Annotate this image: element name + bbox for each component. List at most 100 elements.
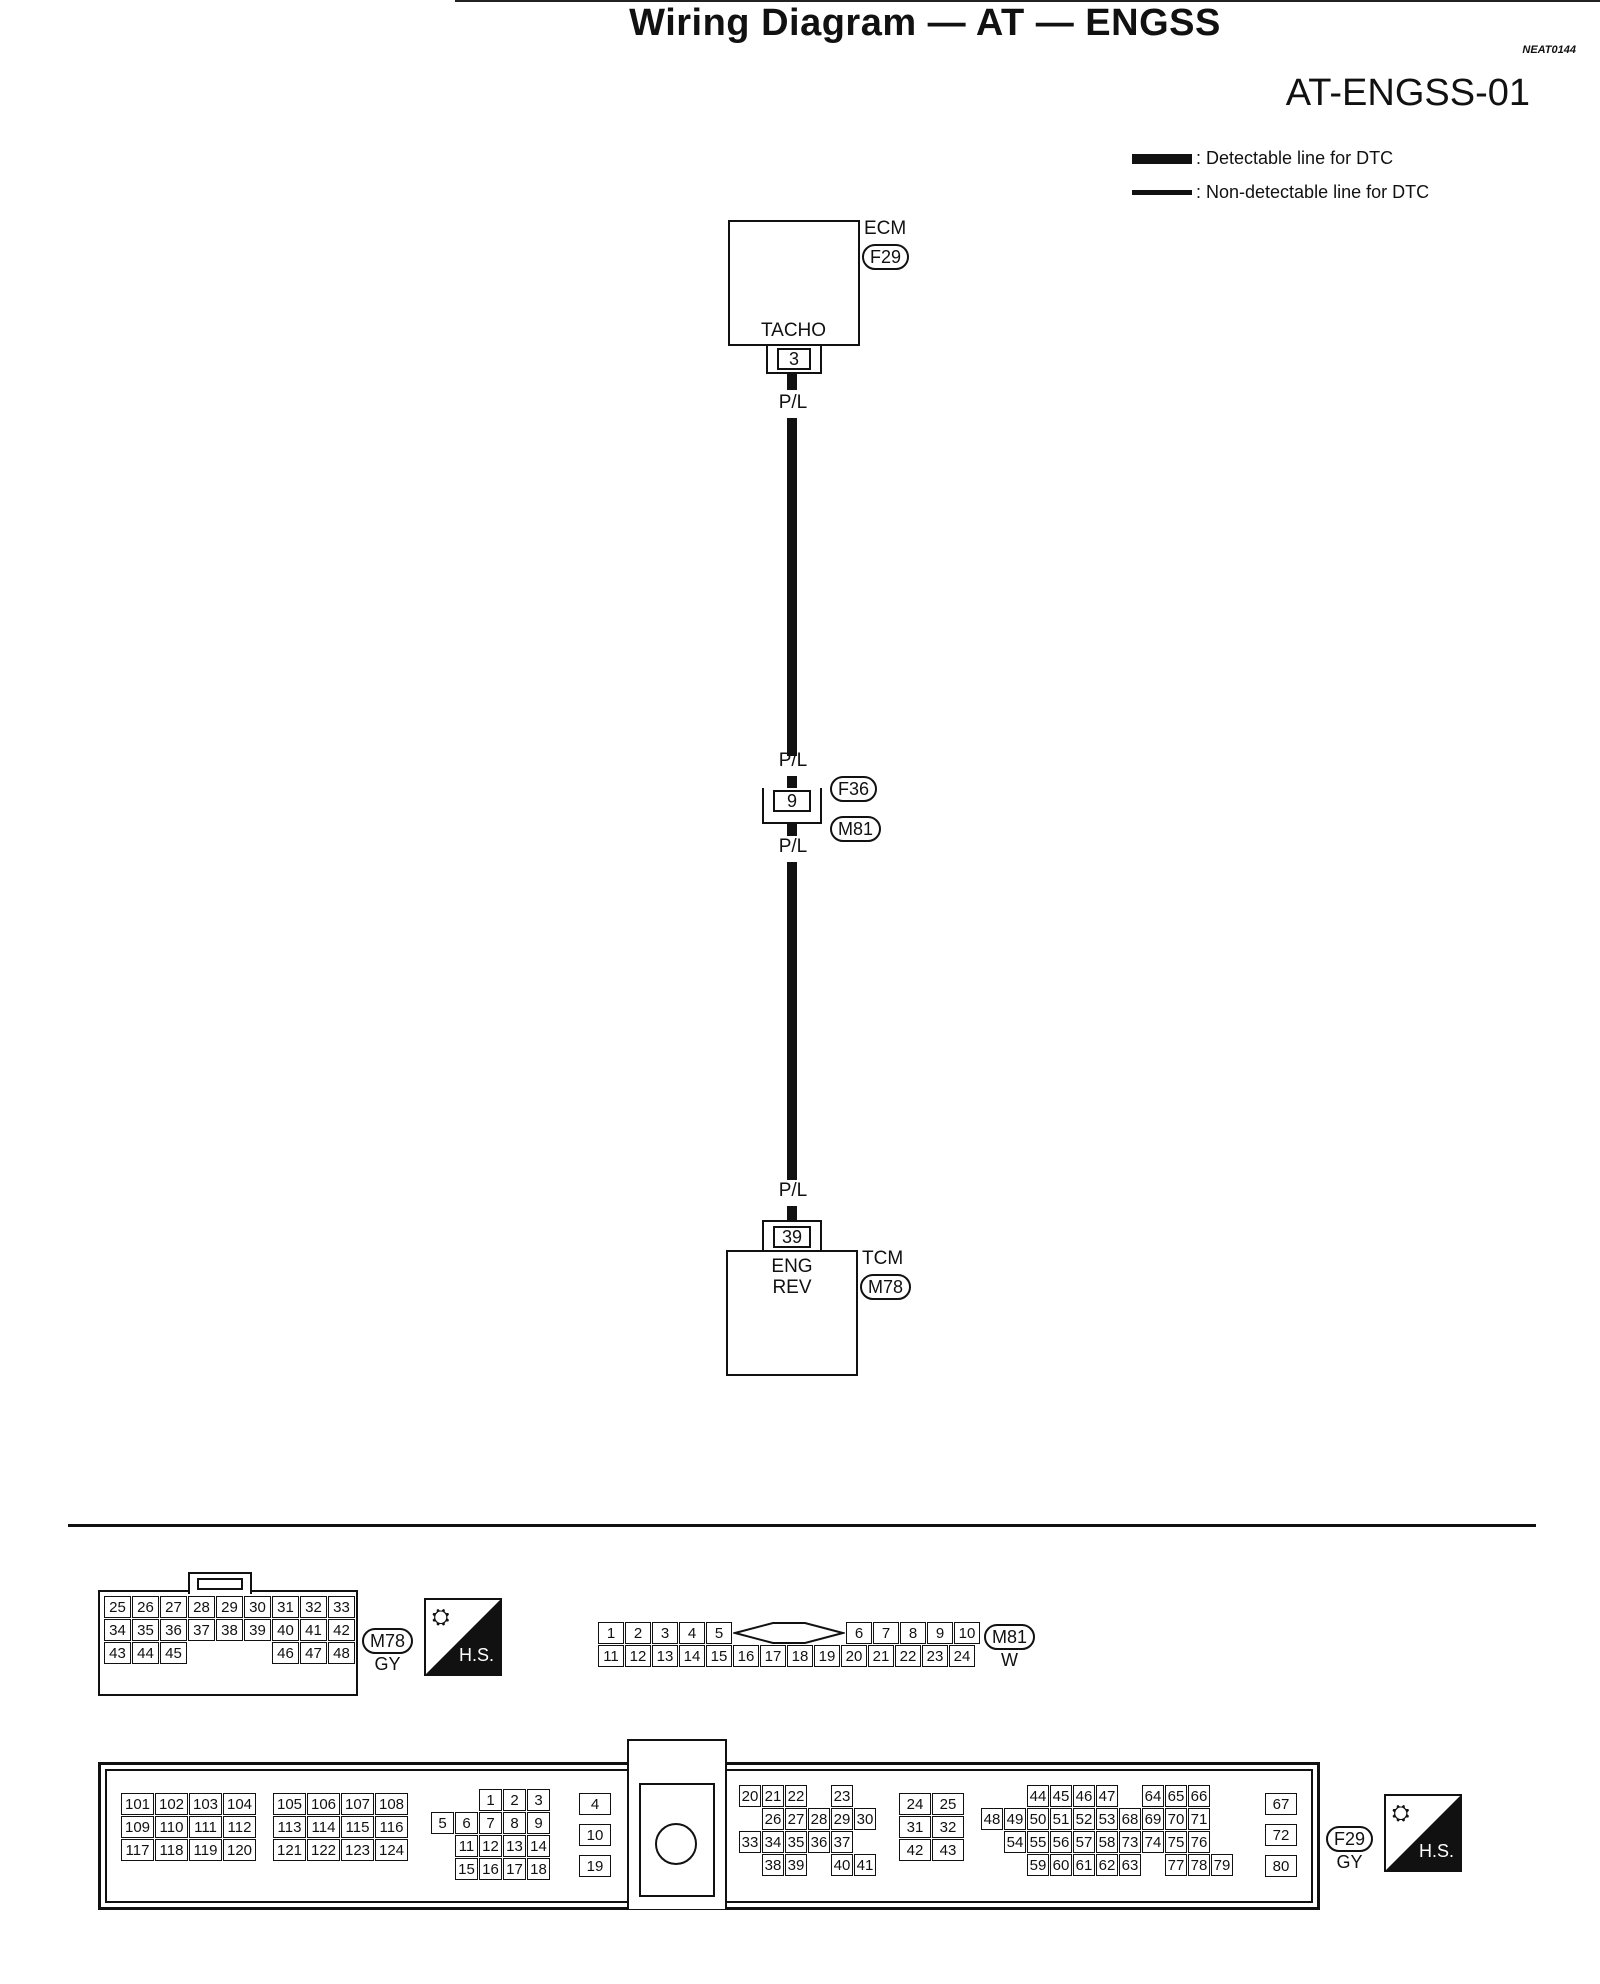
cavity-79: 79: [1211, 1854, 1233, 1876]
cavity-106: 106: [307, 1793, 340, 1815]
cavity-31: 31: [899, 1816, 931, 1838]
cavity-34: 34: [762, 1831, 784, 1853]
cavity-46: 46: [1073, 1785, 1095, 1807]
cavity-50: 50: [1027, 1808, 1049, 1830]
cavity-73: 73: [1119, 1831, 1141, 1853]
cavity-38: 38: [216, 1619, 243, 1641]
cavity-2: 2: [625, 1622, 651, 1644]
cavity-29: 29: [831, 1808, 853, 1830]
cavity-18: 18: [787, 1645, 813, 1667]
joint-pin: 9: [773, 790, 811, 812]
cavity-blank: [739, 1808, 761, 1830]
joint-lower-connector-id: M81: [830, 816, 882, 842]
cavity-blank: [188, 1642, 215, 1664]
legend-non-detectable: : Non-detectable line for DTC: [1132, 182, 1429, 203]
cavity-21: 21: [762, 1785, 784, 1807]
cavity-17: 17: [760, 1645, 786, 1667]
wire-stub-joint-top: [787, 776, 797, 788]
cavity-103: 103: [189, 1793, 222, 1815]
cavity-blank: [981, 1854, 1003, 1876]
cavity-120: 120: [223, 1839, 256, 1861]
m78-hs-label: H.S.: [458, 1645, 494, 1665]
cavity-40: 40: [831, 1854, 853, 1876]
wire-color-3: P/L: [778, 836, 808, 857]
ecm-pin-housing: 3: [766, 346, 822, 374]
cavity-13: 13: [503, 1835, 526, 1857]
cavity-51: 51: [1050, 1808, 1072, 1830]
cavity-9: 9: [927, 1622, 953, 1644]
wire-joint-to-tcm: [787, 862, 797, 1180]
wire-stub-ecm: [787, 374, 797, 390]
cavity-19: 19: [579, 1855, 611, 1877]
cavity-3: 3: [652, 1622, 678, 1644]
cavity-57: 57: [1073, 1831, 1095, 1853]
cavity-28: 28: [808, 1808, 830, 1830]
m78-harness-side-icon: ⛭ H.S.: [424, 1598, 502, 1676]
cavity-20: 20: [841, 1645, 867, 1667]
f29-harness-side-icon: ⛭ H.S.: [1384, 1794, 1462, 1872]
cavity-45: 45: [1050, 1785, 1072, 1807]
cavity-56: 56: [1050, 1831, 1072, 1853]
cavity-20: 20: [739, 1785, 761, 1807]
cavity-31: 31: [272, 1596, 299, 1618]
cavity-74: 74: [1142, 1831, 1164, 1853]
m78-lock-tab: [188, 1572, 252, 1594]
cavity-27: 27: [785, 1808, 807, 1830]
cavity-55: 55: [1027, 1831, 1049, 1853]
f29-center-circle: [655, 1823, 697, 1865]
cavity-24: 24: [949, 1645, 975, 1667]
cavity-18: 18: [527, 1858, 550, 1880]
cavity-blank: [455, 1789, 478, 1811]
m78-connector-id: M78: [362, 1628, 414, 1654]
cavity-111: 111: [189, 1816, 222, 1838]
cavity-blank: [1004, 1785, 1026, 1807]
cavity-17: 17: [503, 1858, 526, 1880]
cavity-13: 13: [652, 1645, 678, 1667]
cavity-121: 121: [273, 1839, 306, 1861]
cavity-43: 43: [932, 1839, 964, 1861]
cavity-45: 45: [160, 1642, 187, 1664]
cavity-blank: [739, 1854, 761, 1876]
cavity-blank: [244, 1642, 271, 1664]
wire-color-2: P/L: [778, 750, 808, 771]
cavity-5: 5: [706, 1622, 732, 1644]
wire-color-4: P/L: [778, 1180, 808, 1201]
wire-ecm-to-joint: [787, 418, 797, 756]
cavity-38: 38: [762, 1854, 784, 1876]
cavity-102: 102: [155, 1793, 188, 1815]
cavity-41: 41: [300, 1619, 327, 1641]
cavity-72: 72: [1265, 1824, 1297, 1846]
f29-color: GY: [1336, 1852, 1363, 1872]
joint-housing: 9: [762, 788, 822, 824]
cavity-27: 27: [160, 1596, 187, 1618]
cavity-42: 42: [899, 1839, 931, 1861]
cavity-23: 23: [831, 1785, 853, 1807]
cavity-80: 80: [1265, 1855, 1297, 1877]
wire-stub-tcm: [787, 1206, 797, 1220]
cavity-10: 10: [579, 1824, 611, 1846]
cavity-33: 33: [328, 1596, 355, 1618]
cavity-70: 70: [1165, 1808, 1187, 1830]
f29-center-key: [627, 1739, 727, 1909]
cavity-blank: [1004, 1854, 1026, 1876]
cavity-16: 16: [733, 1645, 759, 1667]
cavity-35: 35: [132, 1619, 159, 1641]
tcm-terminal-name-1: ENG: [771, 1256, 813, 1277]
m81-color: W: [1001, 1650, 1018, 1670]
cavity-64: 64: [1142, 1785, 1164, 1807]
cavity-104: 104: [223, 1793, 256, 1815]
cavity-37: 37: [831, 1831, 853, 1853]
thick-line-swatch: [1132, 153, 1192, 164]
cavity-69: 69: [1142, 1808, 1164, 1830]
cavity-33: 33: [739, 1831, 761, 1853]
cavity-119: 119: [189, 1839, 222, 1861]
ecm-pin: 3: [777, 348, 811, 370]
